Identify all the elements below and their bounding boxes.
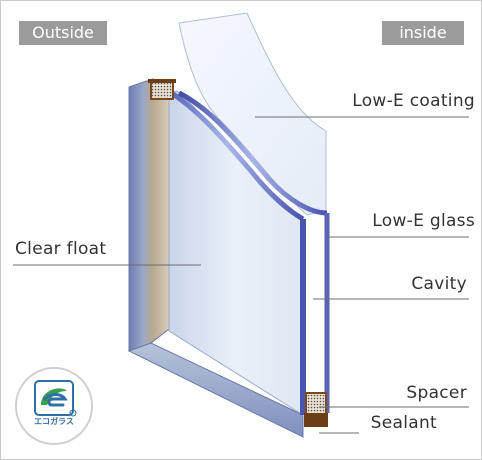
low-e-glass-label: Low-E glass [372, 211, 475, 231]
unit-left-edge [128, 78, 170, 352]
cut-edge-outer [149, 78, 305, 222]
spacer-label: Spacer [406, 383, 467, 403]
spacer-bottom [305, 392, 327, 416]
eco-glass-badge-text: エコガラス [34, 417, 74, 426]
eco-glass-badge: エコガラス [15, 367, 93, 445]
cavity-label: Cavity [411, 274, 467, 294]
cut-edge-inner [177, 90, 328, 216]
spacer-top [150, 80, 174, 100]
sealant-top [148, 79, 176, 83]
clear-float-label: Clear float [15, 239, 107, 259]
sealant-label: Sealant [370, 413, 437, 433]
low-e-coating-label: Low-E coating [352, 91, 475, 111]
outside-tag: Outside [19, 21, 107, 45]
eco-glass-logo-icon [34, 380, 77, 417]
inside-tag: inside [382, 21, 464, 45]
sealant-bottom [304, 413, 328, 427]
